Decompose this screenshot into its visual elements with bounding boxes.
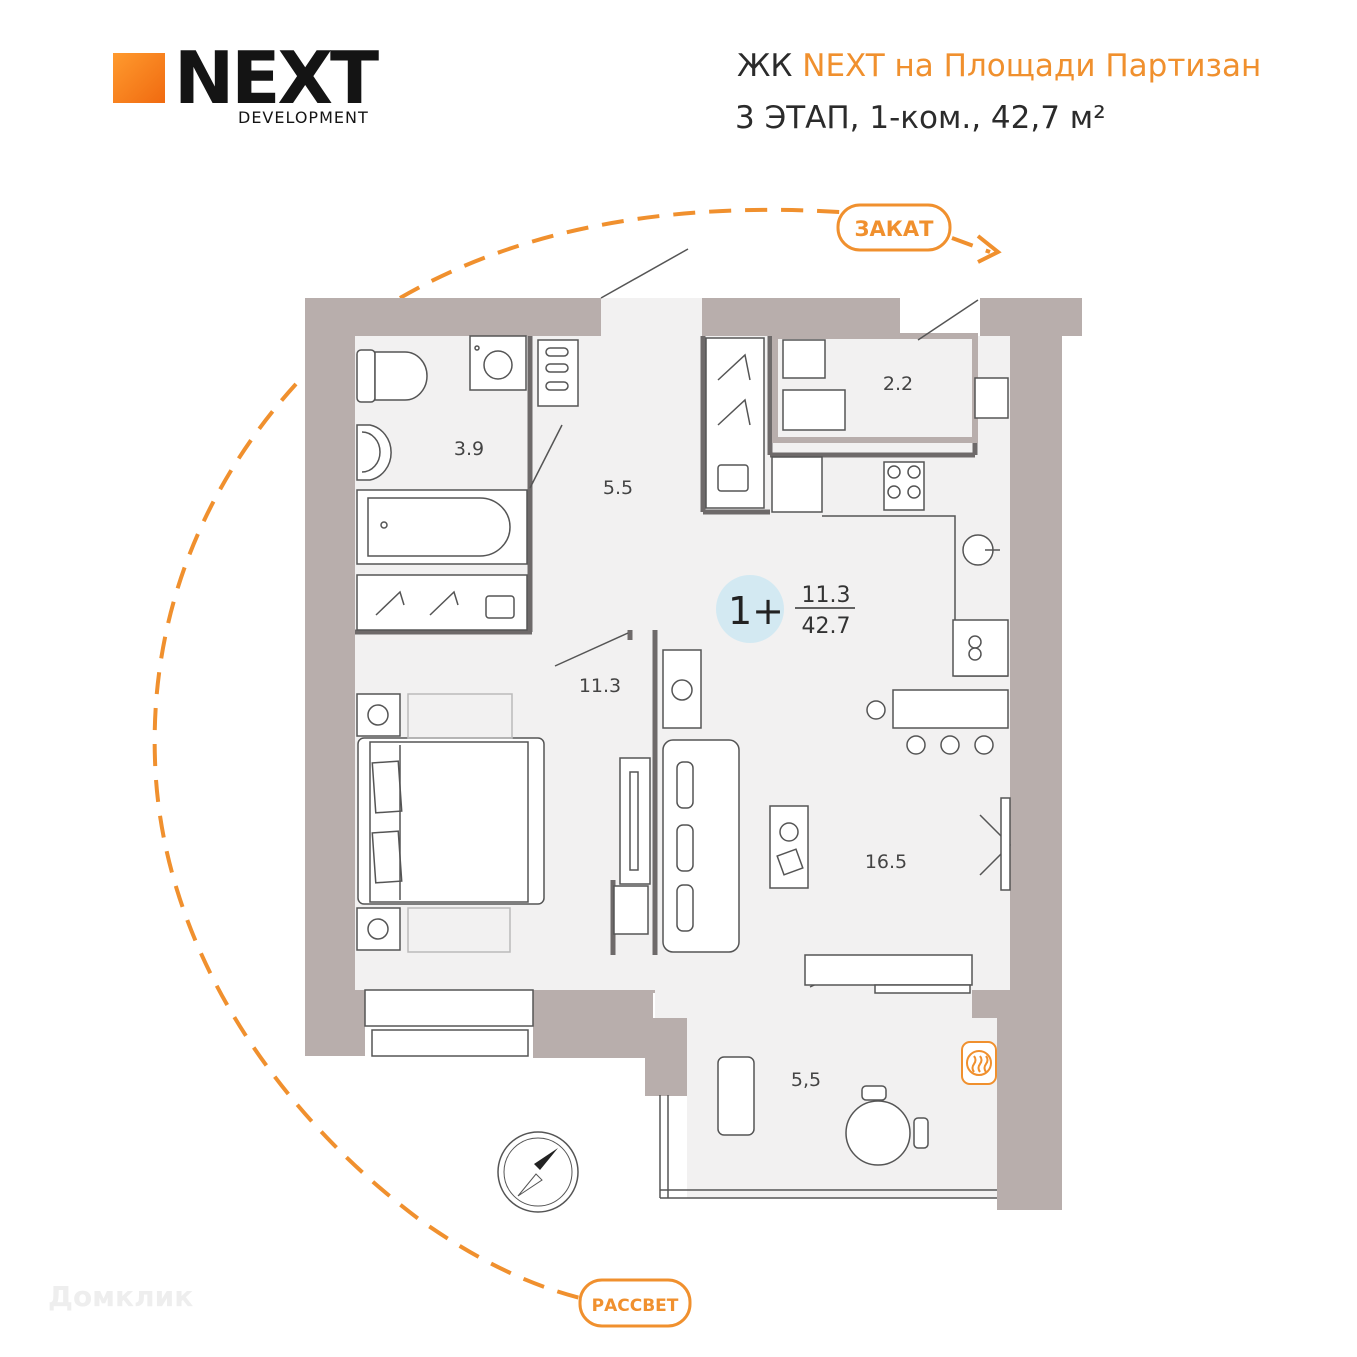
shelf-icon bbox=[782, 339, 1009, 431]
living-area-label: 11.3 bbox=[802, 583, 851, 608]
washing-machine-icon bbox=[469, 335, 527, 391]
door-swings bbox=[529, 248, 1012, 988]
title-accent: NEXT на Площади Партизан bbox=[802, 48, 1262, 84]
room-area-bedroom: 11.3 bbox=[579, 675, 621, 697]
sun-path bbox=[398, 207, 841, 300]
apartment-type-label: 1+ bbox=[728, 589, 784, 633]
dishwasher-icon bbox=[952, 619, 1009, 677]
logo-mark bbox=[113, 53, 165, 103]
toilet-icon bbox=[356, 349, 428, 403]
watermark: Домклик bbox=[48, 1280, 194, 1313]
sunrise-badge bbox=[578, 1278, 692, 1328]
coffee-table-icon bbox=[769, 805, 809, 889]
sofa-icon bbox=[662, 739, 740, 953]
room-area-hallway: 5.5 bbox=[603, 477, 633, 499]
kitchen-counter bbox=[771, 456, 1008, 677]
room-area-bathroom: 3.9 bbox=[454, 438, 484, 460]
radiator-icon bbox=[1000, 797, 1011, 891]
armchair-icon bbox=[662, 649, 702, 729]
storage-wardrobe-icon bbox=[705, 337, 765, 509]
compass-icon bbox=[497, 1131, 579, 1213]
stove-icon bbox=[883, 461, 925, 511]
logo-subtitle: DEVELOPMENT bbox=[238, 108, 369, 127]
windows bbox=[364, 954, 973, 1057]
round-table-icon bbox=[845, 1085, 929, 1166]
kitchen-sink-icon bbox=[962, 534, 1000, 566]
page-title: ЖК NEXT на Площади Партизан bbox=[737, 48, 1261, 84]
sun-path bbox=[951, 236, 991, 254]
apartment-type-badge bbox=[716, 575, 784, 643]
sunset-badge bbox=[836, 203, 952, 252]
total-area-label: 42.7 bbox=[802, 614, 851, 639]
nightstand-icon bbox=[356, 693, 513, 953]
logo-wordmark: NEXT bbox=[174, 36, 379, 120]
room-area-living: 16.5 bbox=[865, 851, 907, 873]
bathtub-icon bbox=[356, 489, 528, 565]
sunset-label: ЗАКАТ bbox=[855, 217, 935, 241]
sun-path bbox=[152, 382, 581, 1300]
room-area-storage: 2.2 bbox=[883, 373, 913, 395]
sunset-arrow-icon bbox=[976, 234, 1002, 264]
tv-stand-icon bbox=[613, 757, 651, 935]
sink-icon bbox=[356, 424, 392, 481]
wardrobe-icon bbox=[356, 574, 528, 631]
title-prefix: ЖК bbox=[737, 48, 803, 84]
partitions bbox=[355, 336, 978, 955]
bed-icon bbox=[357, 737, 545, 905]
balcony-rail bbox=[659, 1095, 997, 1199]
room-area-balcony: 5,5 bbox=[791, 1069, 821, 1091]
shelf-icon bbox=[537, 339, 579, 407]
bar-counter bbox=[866, 689, 1009, 755]
sunrise-label: РАССВЕТ bbox=[592, 1296, 679, 1316]
page-subtitle: 3 ЭТАП, 1-ком., 42,7 м² bbox=[735, 100, 1106, 136]
heater-icon bbox=[961, 1041, 997, 1085]
balcony-bench-icon bbox=[717, 1056, 755, 1136]
